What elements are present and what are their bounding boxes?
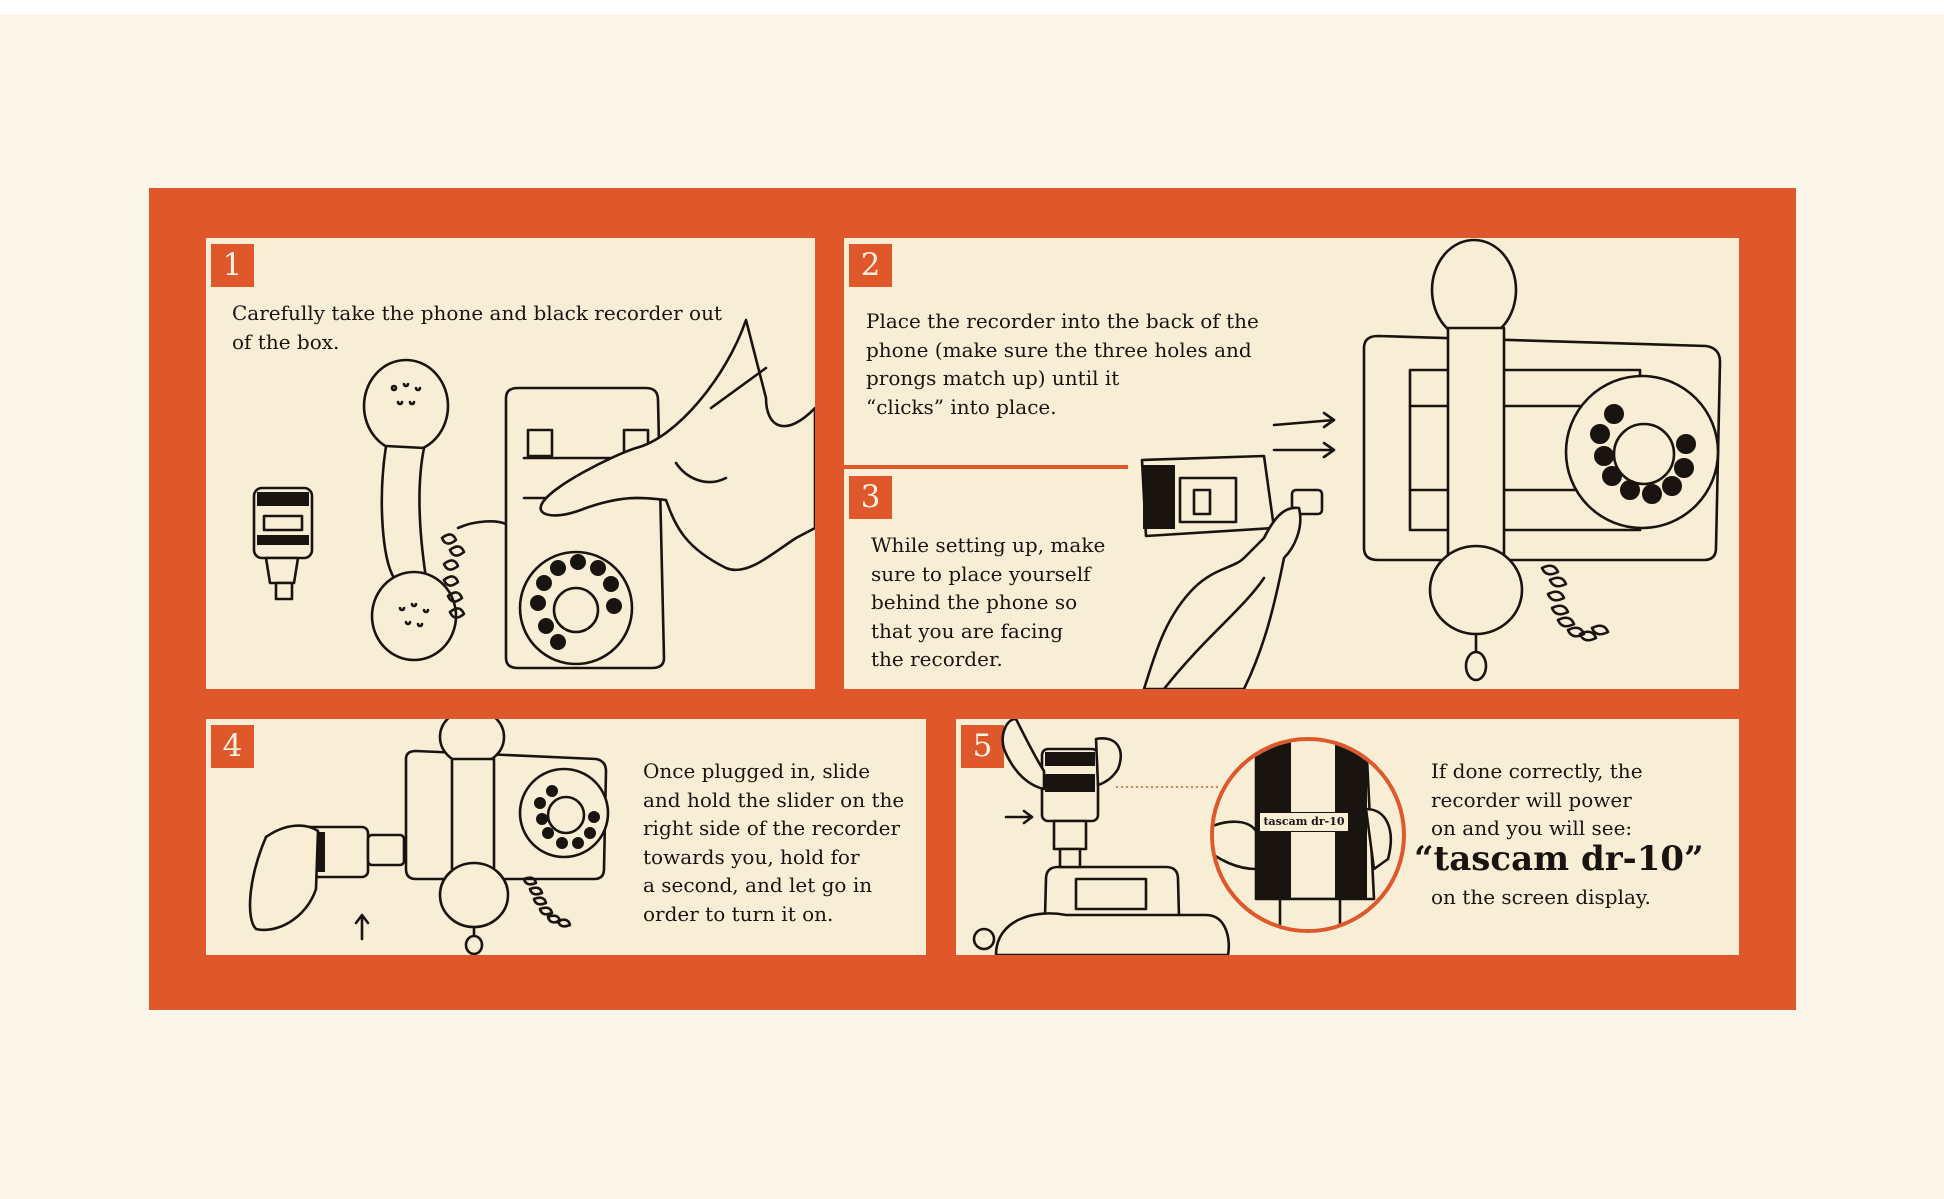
step-5-text-after: on the screen display. <box>1431 885 1651 909</box>
phone-cord <box>522 876 572 928</box>
step-5-display-text: “tascam dr-10” <box>1414 839 1704 879</box>
step-2-text: Place the recorder into the back of the … <box>866 309 1259 419</box>
step-2-3-illustration <box>1140 238 1722 689</box>
recorder-screen-label: tascam dr-10 <box>1259 812 1349 832</box>
step-1-text: Carefully take the phone and black recor… <box>232 301 723 354</box>
recorder-icon <box>1140 454 1324 538</box>
telephone-icon <box>1362 238 1722 682</box>
hand-icon <box>1001 719 1046 791</box>
recorder-icon <box>1040 747 1100 869</box>
step-1-panel: 1 Carefully take the phone and black rec… <box>206 238 815 689</box>
step-1-illustration <box>252 318 815 670</box>
phone-cord <box>1540 564 1610 642</box>
step-divider <box>844 465 1128 469</box>
telephone-icon <box>404 719 610 955</box>
arrow-icon <box>1272 411 1336 459</box>
handset-icon <box>362 358 458 662</box>
arrow-icon <box>1004 809 1034 825</box>
magnifier-circle-icon <box>1210 737 1406 933</box>
instruction-frame: 1 Carefully take the phone and black rec… <box>149 188 1796 1010</box>
telephone-icon <box>972 865 1231 955</box>
step-1-number: 1 <box>211 244 254 287</box>
step-5-panel: 5 If done correctly, the recorder will p… <box>956 719 1739 955</box>
step-4-number: 4 <box>211 725 254 768</box>
step-4-text: Once plugged in, slide and hold the slid… <box>643 759 905 926</box>
step-4-panel: 4 Once plugged in, slide and hold the sl… <box>206 719 926 955</box>
arrow-icon <box>354 913 370 941</box>
step-5-number: 5 <box>961 725 1004 768</box>
step-2-3-panel: 2 Place the recorder into the back of th… <box>844 238 1739 689</box>
recorder-icon <box>252 486 314 601</box>
step-5-text-before: If done correctly, the recorder will pow… <box>1431 759 1643 840</box>
hand-icon <box>248 824 320 932</box>
top-strip <box>0 0 1944 14</box>
hand-icon <box>1142 506 1302 689</box>
telephone-icon <box>504 386 666 670</box>
step-2-number: 2 <box>849 244 892 287</box>
step-4-illustration <box>248 719 610 955</box>
step-3-number: 3 <box>849 476 892 519</box>
step-5-illustration <box>972 719 1406 955</box>
step-3-text: While setting up, make sure to place you… <box>871 533 1106 671</box>
phone-cord <box>440 520 508 619</box>
